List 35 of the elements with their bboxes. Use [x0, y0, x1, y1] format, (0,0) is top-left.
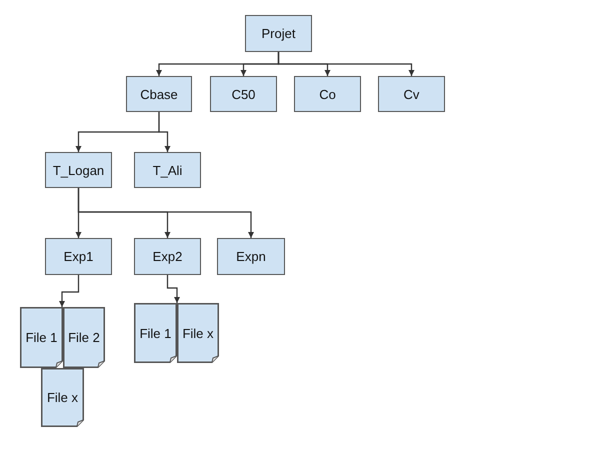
connector-arrow	[59, 275, 80, 307]
process-box	[134, 238, 201, 275]
connector-arrow	[158, 112, 170, 152]
document-shape	[20, 307, 63, 368]
node-label: Cv	[404, 86, 420, 102]
node-label: File 1	[26, 330, 58, 345]
node-label: Cbase	[140, 86, 178, 102]
connector-arrow	[166, 275, 180, 303]
node-label: File x	[182, 326, 214, 340]
node-label: Co	[319, 86, 336, 102]
process-box	[134, 152, 201, 188]
process-box	[294, 76, 361, 112]
process-box	[378, 76, 445, 112]
process-box	[245, 15, 312, 52]
node-label: File x	[46, 390, 78, 405]
node-label: T_Logan	[52, 162, 104, 178]
connector-arrow	[278, 52, 414, 76]
node-label: Expn	[236, 249, 266, 264]
document-shape	[41, 368, 84, 427]
connector-arrow	[78, 188, 254, 238]
node-label: Projet	[262, 26, 296, 41]
process-box	[126, 76, 192, 112]
node-label: T_Ali	[152, 162, 182, 178]
document-shape	[177, 303, 219, 363]
node-label: Exp1	[64, 249, 94, 264]
process-box	[45, 238, 112, 275]
node-label: Exp2	[152, 249, 182, 264]
node-label: C50	[232, 86, 256, 102]
node-label: File 2	[68, 330, 100, 345]
document-shape	[63, 307, 105, 368]
node-label: File 1	[140, 326, 172, 340]
document-shape	[134, 303, 177, 363]
process-box	[45, 152, 112, 188]
process-box	[217, 238, 285, 275]
process-box	[210, 76, 277, 112]
